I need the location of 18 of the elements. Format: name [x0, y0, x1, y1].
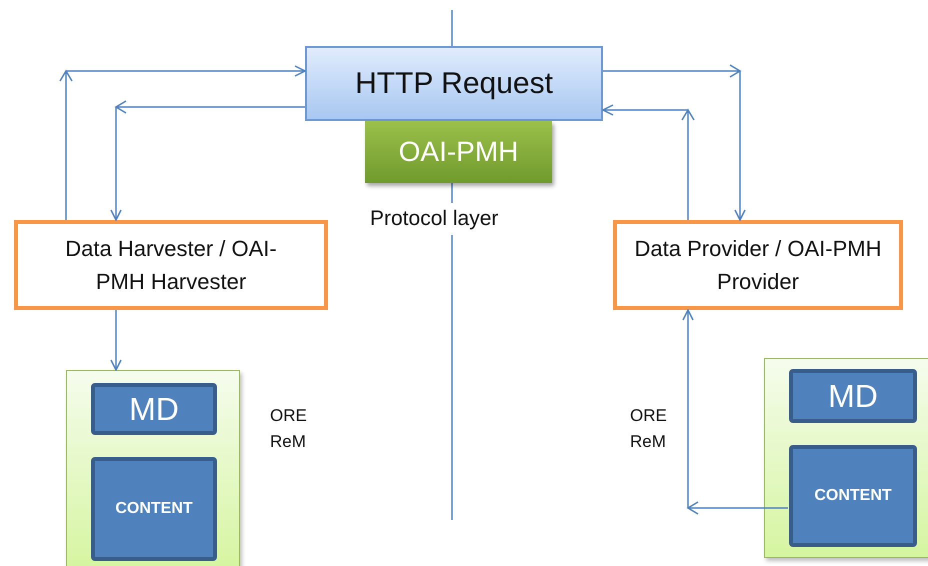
container-box — [764, 358, 928, 558]
process-box: Data Harvester / OAI-PMH Harvester — [14, 220, 328, 310]
container-box — [66, 370, 240, 566]
request-box: HTTP Request — [305, 46, 603, 121]
arrow — [59, 65, 306, 221]
arrow — [682, 309, 789, 515]
metadata-box: MD — [789, 369, 917, 423]
content-box: CONTENT — [91, 457, 217, 561]
metadata-box: MD — [91, 383, 217, 435]
protocol-box: OAI-PMH — [365, 121, 552, 183]
process-box: Data Provider / OAI-PMH Provider — [613, 220, 903, 310]
arrow — [602, 104, 695, 221]
arrow — [602, 64, 746, 221]
arrow — [110, 310, 122, 371]
arrow — [110, 100, 306, 221]
ore-rem-label: ORE ReM — [270, 405, 308, 452]
content-box: CONTENT — [789, 445, 917, 547]
ore-rem-label: ORE ReM — [630, 405, 668, 452]
